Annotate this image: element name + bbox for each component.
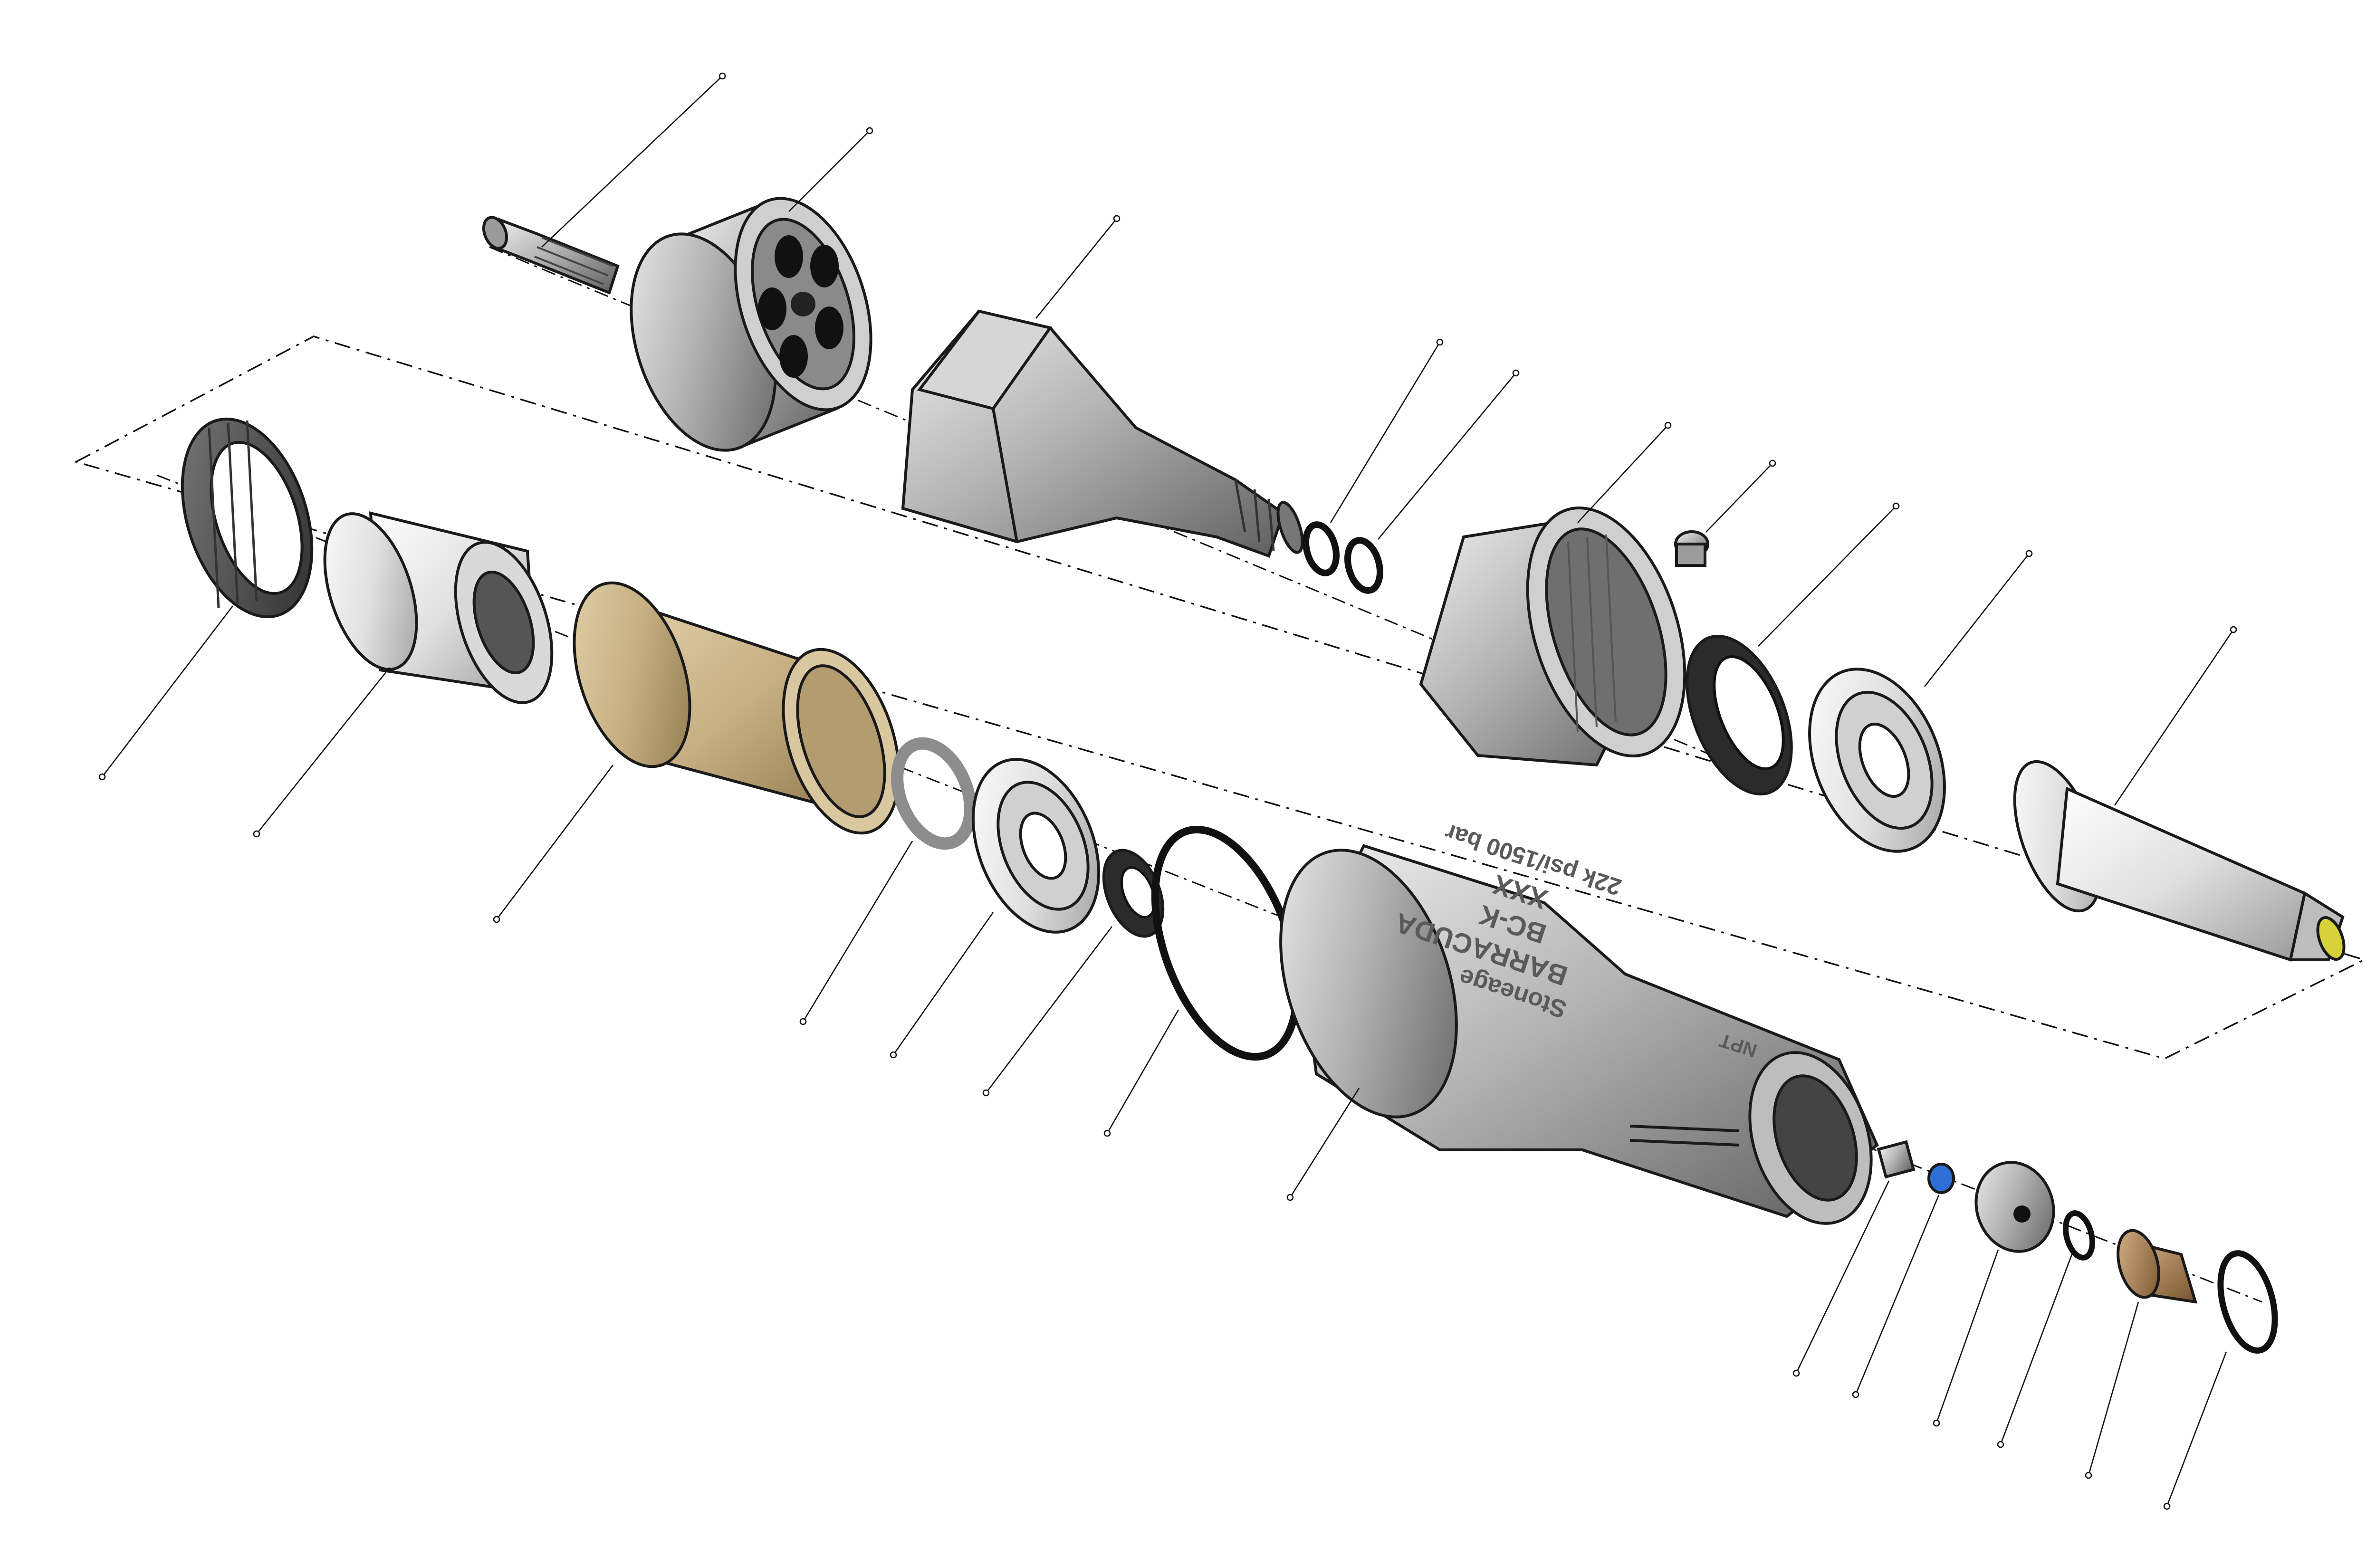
nozzle-nut (1974, 1161, 2055, 1253)
subassembly-dashed-frame (74, 335, 2366, 1060)
yellow-tip (2316, 916, 2346, 961)
rubber-seal (1686, 634, 1793, 796)
slotted-sleeve (323, 511, 554, 704)
threaded-cap (1419, 507, 1686, 767)
oring-end (2217, 1250, 2278, 1354)
copper-bushing (2117, 1229, 2198, 1304)
socket-head-screw (482, 216, 620, 295)
spindle-shaft (2013, 760, 2346, 962)
rotor-wheel (630, 197, 872, 452)
bronze-bushing (573, 581, 901, 835)
blue-insert (1927, 1163, 1955, 1194)
threaded-ring (181, 417, 314, 619)
oring-upper-2 (1344, 537, 1383, 594)
small-plug (1674, 530, 1709, 567)
small-seal-lower (1102, 849, 1165, 938)
flat-washer (891, 737, 977, 850)
oring-small-lower (2062, 1210, 2096, 1261)
hex-shaft (901, 309, 1304, 558)
small-sleeve (1877, 1140, 1916, 1179)
main-housing: Stoneage BARRACUDA BC-K XXX 22k psi/1500… (1279, 819, 1879, 1225)
ball-bearing-upper (1808, 668, 1946, 853)
ball-bearing-lower (971, 758, 1101, 934)
leader-lines (98, 72, 2237, 1510)
oring-upper-1 (1303, 521, 1340, 576)
